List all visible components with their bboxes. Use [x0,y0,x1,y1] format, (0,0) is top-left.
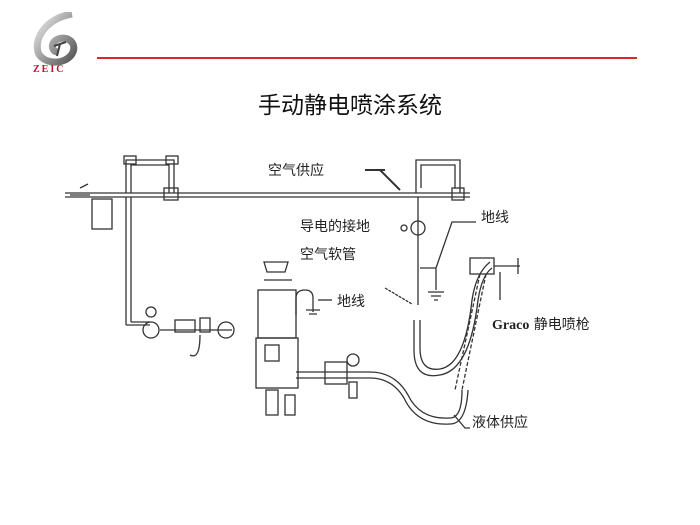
grounded-air-hose [365,169,493,377]
label-ground-wire-pump: 地线 [337,294,365,310]
label-grounded-hose-line1: 导电的接地 [300,219,370,235]
label-fluid-supply: 液体供应 [472,415,528,431]
label-air-supply: 空气供应 [268,163,324,179]
air-regulator-icon [142,306,235,357]
spray-gun-icon [454,257,520,391]
fluid-pump-icon [255,261,332,416]
label-gun-name: 静电喷枪 [533,317,590,333]
ground-wire-top [420,221,476,301]
label-gun-brand: Graco [492,318,530,333]
page-title: 手动静电喷涂系统 [258,93,442,119]
air-filter-icon [70,183,113,230]
header-divider [97,57,637,59]
label-spray-gun: Graco 静电喷枪 [492,314,590,334]
fluid-supply-line [296,353,470,429]
label-grounded-hose-line2: 空气软管 [300,247,356,263]
logo-text: ZEIC [33,64,66,75]
label-ground-wire-top: 地线 [481,210,509,226]
zeic-logo-icon [33,12,78,66]
air-supply-line [65,155,470,326]
